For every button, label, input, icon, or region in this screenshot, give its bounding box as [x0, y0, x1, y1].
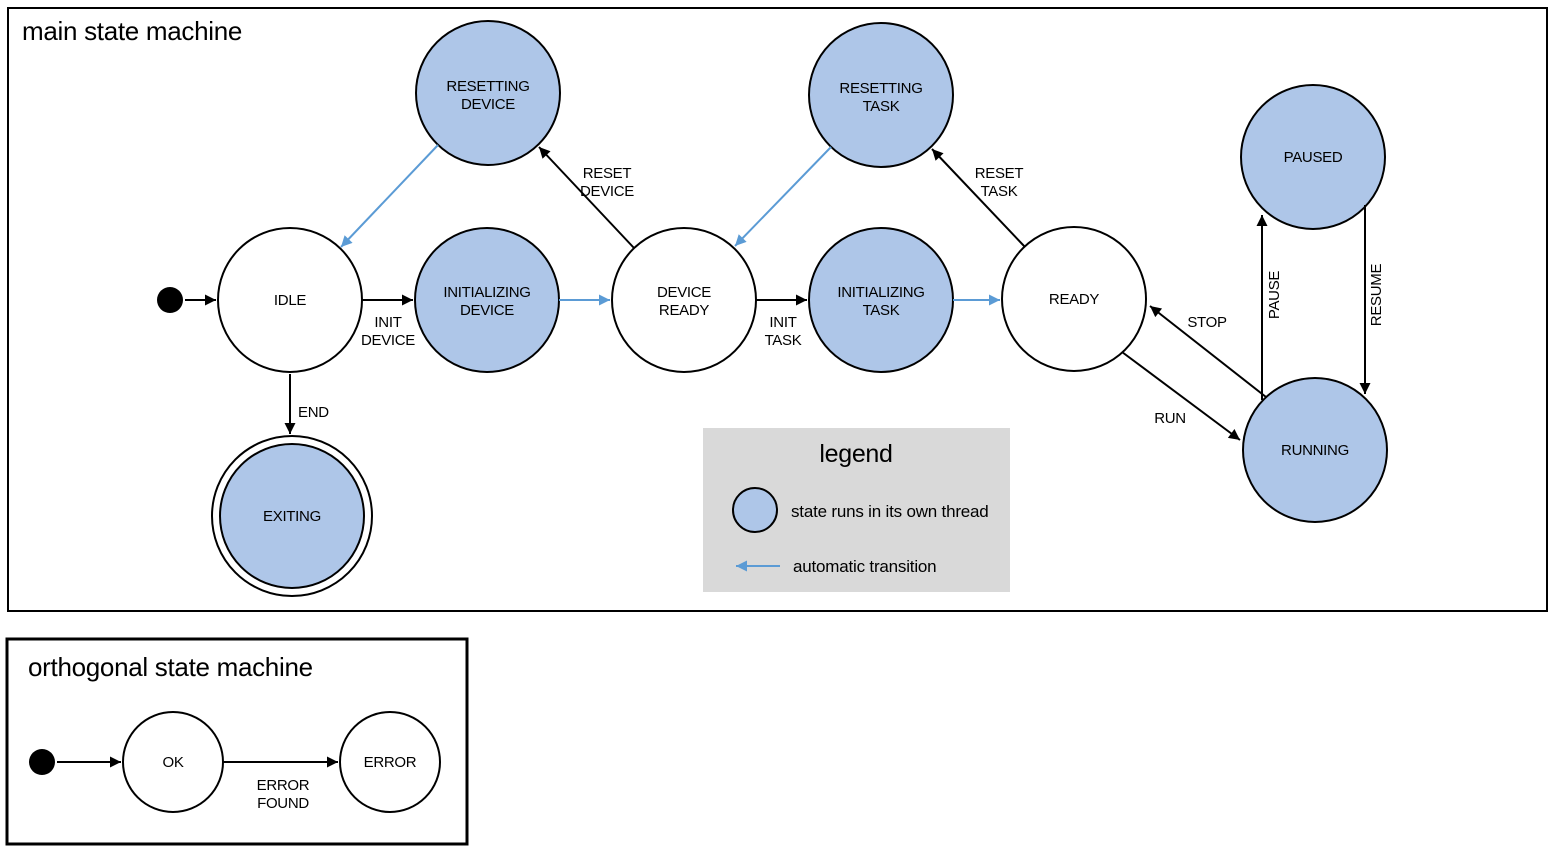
transition-init-device-label-line2: DEVICE: [361, 332, 415, 349]
transition-resume-label: RESUME: [1368, 264, 1385, 327]
transition-init-task-label-line1: INIT: [769, 314, 796, 331]
orthogonal-machine-frame: [5, 637, 469, 846]
legend-automatic-transition-label: automatic transition: [793, 557, 936, 576]
transition-reset-task-label-line1: RESET: [975, 165, 1024, 182]
transition-ready-to-resetting-task: [931, 148, 1026, 248]
transition-reset-task-label-line2: TASK: [981, 183, 1018, 200]
transition-error-found-label-line1: ERROR: [257, 777, 310, 794]
state-idle-label: IDLE: [274, 292, 306, 309]
main-initial-state-dot: [157, 287, 183, 313]
state-initializing-device-label-line1: INITIALIZING: [443, 284, 530, 301]
transition-ready-to-running: [1121, 351, 1241, 441]
transition-resetting-task-to-device-ready-automatic: [734, 146, 832, 247]
legend-threaded-state-label: state runs in its own thread: [791, 502, 989, 521]
state-initializing-device-label-line2: DEVICE: [460, 302, 514, 319]
state-running: [1242, 377, 1388, 523]
transition-resetting-device-to-idle-automatic: [340, 144, 439, 248]
state-initializing-task-label-line2: TASK: [863, 302, 900, 319]
state-error: [339, 711, 441, 813]
state-resetting-device-label-line1: RESETTING: [446, 78, 529, 95]
orthogonal-initial-state-dot: [29, 749, 55, 775]
transition-init-task-label-line2: TASK: [765, 332, 802, 349]
transition-pause-label: PAUSE: [1266, 271, 1283, 320]
transition-end-label: END: [298, 404, 329, 421]
legend-threaded-state-icon: [732, 487, 778, 533]
state-ready: [1001, 226, 1147, 372]
transition-reset-device-label-line1: RESET: [583, 165, 632, 182]
state-ready-label: READY: [1049, 291, 1099, 308]
transition-init-device-label-line1: INIT: [374, 314, 401, 331]
transition-device-ready-to-resetting-device: [538, 146, 635, 249]
orthogonal-machine-title: orthogonal state machine: [28, 652, 313, 682]
legend-title: legend: [819, 440, 892, 468]
state-device-ready-label-line2: READY: [659, 302, 709, 319]
state-error-label: ERROR: [364, 754, 417, 771]
state-resetting-device: [415, 20, 561, 166]
state-ok-label: OK: [162, 754, 183, 771]
state-paused-label: PAUSED: [1284, 149, 1343, 166]
state-running-label: RUNNING: [1281, 442, 1349, 459]
main-machine-title: main state machine: [22, 16, 242, 46]
main-machine-frame: [7, 7, 1548, 612]
transition-run-label: RUN: [1154, 410, 1186, 427]
state-initializing-task-label-line1: INITIALIZING: [837, 284, 924, 301]
state-resetting-task: [808, 22, 954, 168]
transition-reset-device-label-line2: DEVICE: [580, 183, 634, 200]
state-resetting-device-label-line2: DEVICE: [461, 96, 515, 113]
state-exiting-label: EXITING: [263, 508, 321, 525]
transition-stop-label: STOP: [1187, 314, 1227, 331]
state-paused: [1240, 84, 1386, 230]
transition-running-to-ready: [1149, 305, 1267, 398]
state-resetting-task-label-line2: TASK: [863, 98, 900, 115]
state-device-ready-label-line1: DEVICE: [657, 284, 711, 301]
transition-error-found-label-line2: FOUND: [257, 795, 309, 812]
state-resetting-task-label-line1: RESETTING: [839, 80, 922, 97]
state-exiting: [219, 443, 365, 589]
